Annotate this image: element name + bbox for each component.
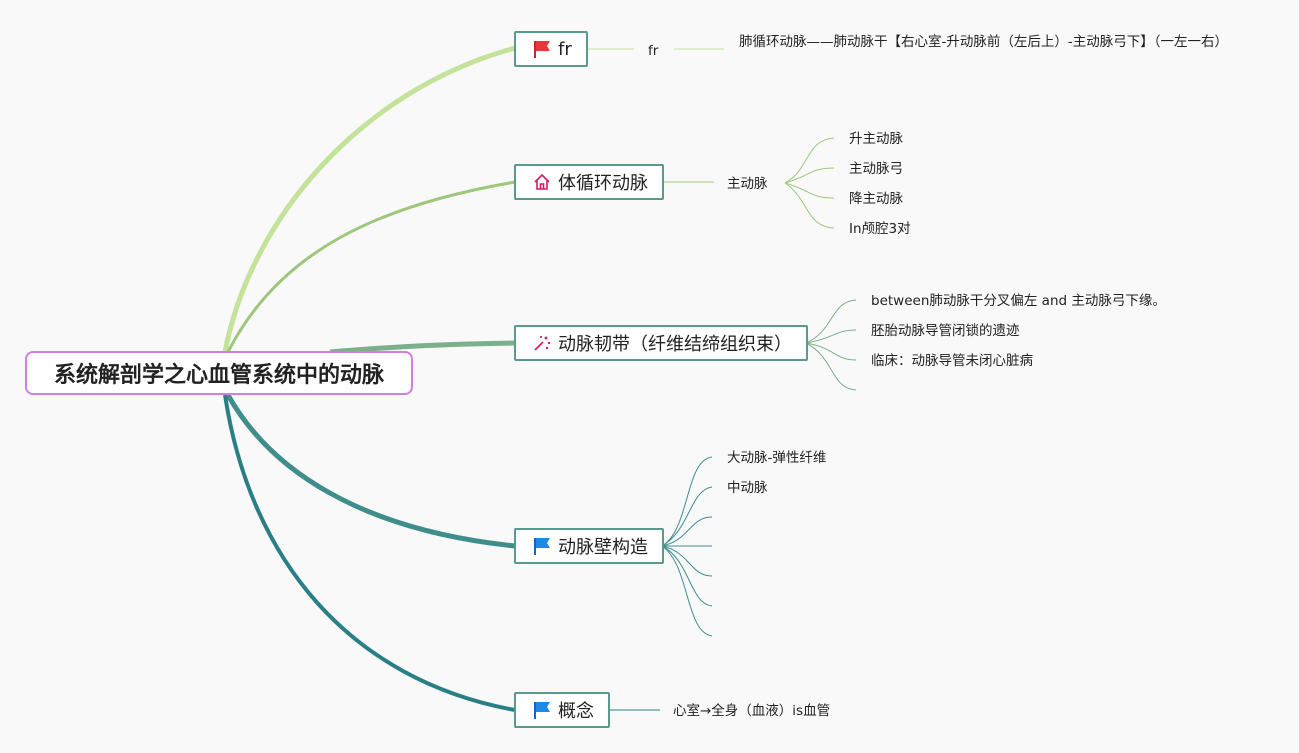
- connector-systemic: [226, 180, 516, 353]
- topic-artery-wall[interactable]: 动脉壁构造: [514, 528, 664, 564]
- systemic-mid-node[interactable]: 主动脉: [727, 176, 768, 192]
- systemic-child[interactable]: In颅腔3对: [849, 221, 911, 237]
- topic-arterial-ligament[interactable]: 动脉韧带（纤维结缔组织束）: [514, 325, 808, 361]
- blue-flag-icon: [532, 700, 552, 720]
- root-title: 系统解剖学之心血管系统中的动脉: [53, 363, 384, 388]
- ligament-child[interactable]: 胚胎动脉导管闭锁的遗迹: [871, 323, 1020, 339]
- topic-concept[interactable]: 概念: [514, 692, 610, 728]
- systemic-child[interactable]: 降主动脉: [849, 191, 903, 207]
- red-flag-icon: [532, 39, 552, 59]
- fr-mid-node[interactable]: fr: [648, 43, 659, 59]
- topic-ligament-label: 动脉韧带（纤维结缔组织束）: [558, 334, 792, 355]
- connector-concept: [223, 394, 516, 712]
- topic-concept-label: 概念: [558, 701, 594, 722]
- wall-child[interactable]: 中动脉: [727, 480, 768, 496]
- topic-fr[interactable]: fr: [514, 31, 588, 67]
- root-topic[interactable]: 系统解剖学之心血管系统中的动脉: [25, 351, 413, 395]
- topic-systemic-arteries[interactable]: 体循环动脉: [514, 164, 664, 200]
- ligament-child[interactable]: between肺动脉干分叉偏左 and 主动脉弓下缘。: [871, 293, 1166, 309]
- blue-flag-icon: [532, 536, 552, 556]
- concept-detail[interactable]: 心室→全身（血液）is血管: [673, 703, 831, 719]
- topic-systemic-label: 体循环动脉: [558, 173, 648, 194]
- systemic-child[interactable]: 升主动脉: [849, 131, 903, 147]
- ligament-child[interactable]: 临床：动脉导管未闭心脏病: [871, 353, 1033, 369]
- connector-ligament: [329, 340, 516, 355]
- sparkle-icon: [532, 333, 552, 353]
- house-icon: [532, 172, 552, 192]
- topic-wall-label: 动脉壁构造: [558, 537, 648, 558]
- wall-child[interactable]: 大动脉-弹性纤维: [727, 450, 827, 466]
- connector-fr: [222, 45, 516, 353]
- systemic-child[interactable]: 主动脉弓: [849, 161, 903, 177]
- connector-wall: [225, 393, 516, 549]
- topic-fr-label: fr: [558, 38, 572, 60]
- fr-detail[interactable]: 肺循环动脉——肺动脉干【右心室-升动脉前（左后上）-主动脉弓下】（一左一右）: [739, 34, 1228, 50]
